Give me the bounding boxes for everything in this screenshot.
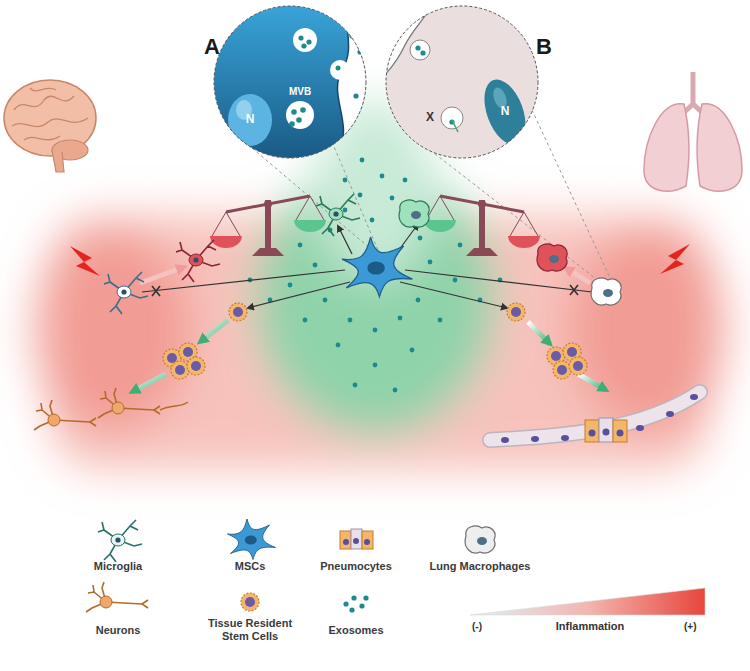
scale-end-label: (+) <box>684 621 697 633</box>
legend-label: Exosomes <box>328 624 383 637</box>
nucleus-label: N <box>246 113 255 127</box>
lungs <box>644 72 742 191</box>
legend-label: Pneumocytes <box>320 560 392 573</box>
scale-label: Inflammation <box>556 620 624 633</box>
scale-end-label: (-) <box>472 621 482 633</box>
organelle-label: MVB <box>289 86 311 98</box>
block-mark: X <box>426 111 434 125</box>
balance-left <box>210 196 326 256</box>
legend-label: Lung Macrophages <box>430 560 531 573</box>
nucleus-label: N <box>501 105 510 119</box>
legend-label: Neurons <box>96 624 141 637</box>
panel-letter: A <box>204 34 220 59</box>
legend-label: Microglia <box>94 560 142 573</box>
legend-label: Tissue Resident Stem Cells <box>204 617 296 642</box>
balance-right <box>424 196 540 256</box>
panel-letter: B <box>536 34 552 59</box>
brain <box>4 80 96 172</box>
legend-label: MSCs <box>235 560 266 573</box>
